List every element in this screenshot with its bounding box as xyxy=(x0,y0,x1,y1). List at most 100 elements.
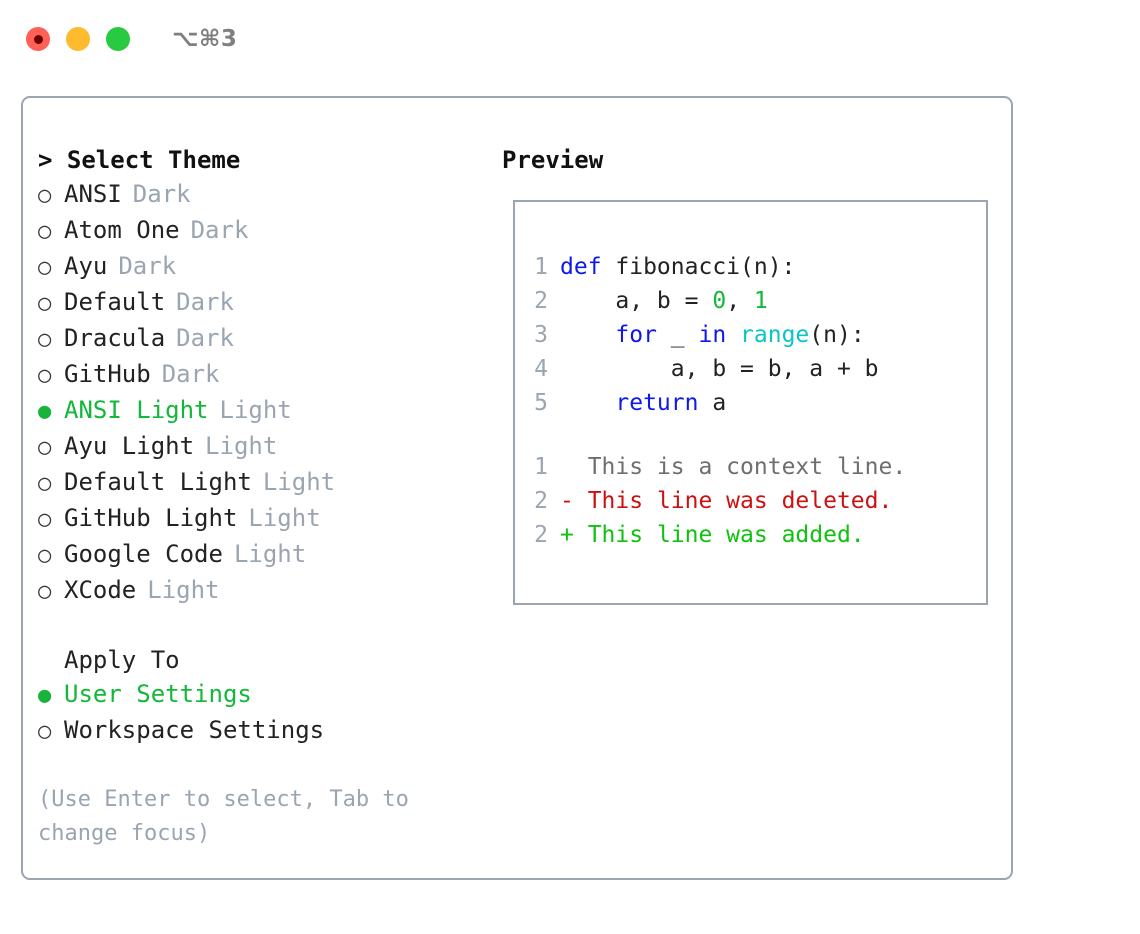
theme-option-name: Atom One xyxy=(64,216,180,244)
minimize-button[interactable] xyxy=(66,27,90,51)
theme-option-name: ANSI xyxy=(64,180,122,208)
theme-option-github-light[interactable]: ○ GitHub Light Light xyxy=(38,501,468,537)
theme-option-kind: Light xyxy=(248,504,321,532)
diff-line-number: 1 xyxy=(534,454,548,480)
code-line-number: 1 xyxy=(534,254,548,280)
theme-option-kind: Light xyxy=(147,576,220,604)
radio-unselected-icon: ○ xyxy=(38,507,52,532)
code-token-plain: a, b = b, a + b xyxy=(560,356,879,382)
maximize-button[interactable] xyxy=(106,27,130,51)
diff-marker: + xyxy=(560,522,588,548)
diff-text: This line was deleted. xyxy=(587,488,893,514)
code-line: 3 for _ in range(n): xyxy=(524,318,980,352)
radio-unselected-icon: ○ xyxy=(38,471,52,496)
code-line-number: 2 xyxy=(534,288,548,314)
code-token-kw: return xyxy=(615,390,699,416)
theme-option-github[interactable]: ○ GitHub Dark xyxy=(38,357,468,393)
spacer-2 xyxy=(38,749,468,783)
code-token-plain: (n): xyxy=(809,322,865,348)
code-token-plain: , xyxy=(726,288,754,314)
theme-option-default-light[interactable]: ○ Default Light Light xyxy=(38,465,468,501)
theme-option-kind: Dark xyxy=(176,288,234,316)
theme-option-ansi-light[interactable]: ● ANSI Light Light xyxy=(38,393,468,429)
code-line: 5 return a xyxy=(524,386,980,420)
theme-option-ansi[interactable]: ○ ANSI Dark xyxy=(38,177,468,213)
theme-option-kind: Dark xyxy=(190,216,249,244)
theme-option-name: Ayu Light xyxy=(64,432,195,460)
diff-marker: - xyxy=(560,488,588,514)
diff-line-del: 2- This line was deleted. xyxy=(524,484,980,518)
radio-unselected-icon: ○ xyxy=(38,363,52,388)
apply-to-option-list: ●User Settings○Workspace Settings xyxy=(38,677,468,749)
theme-option-kind: Light xyxy=(219,396,292,424)
apply-to-option-name: Workspace Settings xyxy=(64,716,325,744)
code-line: 4 a, b = b, a + b xyxy=(524,352,980,386)
diff-text: This is a context line. xyxy=(587,454,907,480)
theme-option-name: Ayu xyxy=(64,252,108,280)
theme-option-name: GitHub Light xyxy=(64,504,238,532)
theme-option-name: Google Code xyxy=(64,540,223,568)
code-line: 1 def fibonacci(n): xyxy=(524,250,980,284)
theme-option-name: XCode xyxy=(64,576,137,604)
theme-option-name: GitHub xyxy=(64,360,151,388)
apply-to-option-user-settings[interactable]: ●User Settings xyxy=(38,677,468,713)
diff-line-add: 2+ This line was added. xyxy=(524,518,980,552)
keyboard-hint-text: (Use Enter to select, Tab to change focu… xyxy=(38,787,423,846)
radio-selected-icon: ● xyxy=(38,683,52,708)
theme-option-name: ANSI Light xyxy=(64,396,209,424)
code-token-kw: def xyxy=(560,254,602,280)
theme-option-kind: Light xyxy=(205,432,278,460)
radio-unselected-icon: ○ xyxy=(38,435,52,460)
theme-option-kind: Light xyxy=(233,540,307,568)
apply-to-label: Apply To xyxy=(64,646,180,674)
theme-option-kind: Dark xyxy=(118,252,177,280)
theme-option-ayu-light[interactable]: ○ Ayu Light Light xyxy=(38,429,468,465)
theme-option-default[interactable]: ○ Default Dark xyxy=(38,285,468,321)
apply-to-option-workspace-settings[interactable]: ○Workspace Settings xyxy=(38,713,468,749)
window-controls xyxy=(26,27,130,51)
code-line-number: 5 xyxy=(534,390,548,416)
title-bar: ⌥⌘3 xyxy=(0,0,1140,78)
theme-option-ayu[interactable]: ○ Ayu Dark xyxy=(38,249,468,285)
code-token-kw: in xyxy=(698,322,727,348)
theme-option-kind: Light xyxy=(262,468,336,496)
recording-dot-icon xyxy=(33,34,43,44)
theme-option-google-code[interactable]: ○ Google Code Light xyxy=(38,537,468,573)
code-token-fn: range xyxy=(740,322,810,348)
radio-unselected-icon: ○ xyxy=(38,291,52,316)
close-button[interactable] xyxy=(26,27,50,51)
code-token-plain xyxy=(560,390,615,416)
code-line-number: 4 xyxy=(534,356,548,382)
code-token-num: 0 xyxy=(712,288,727,314)
radio-selected-icon: ● xyxy=(38,399,52,424)
select-theme-heading: > Select Theme xyxy=(38,146,241,174)
radio-unselected-icon: ○ xyxy=(38,543,52,568)
code-token-plain: a xyxy=(698,390,727,416)
code-token-plain: _ xyxy=(656,322,699,348)
theme-option-kind: Dark xyxy=(176,324,234,352)
diff-line-ctx: 1 This is a context line. xyxy=(524,450,980,484)
theme-option-kind: Dark xyxy=(132,180,191,208)
code-token-num: 1 xyxy=(753,288,768,314)
radio-unselected-icon: ○ xyxy=(38,327,52,352)
preview-heading: Preview xyxy=(502,146,604,174)
code-token-plain: fibonacci(n): xyxy=(601,254,796,280)
theme-option-name: Default xyxy=(64,288,166,316)
diff-sample: 1 This is a context line.2- This line wa… xyxy=(524,450,980,552)
code-token-plain xyxy=(560,322,615,348)
theme-option-name: Default Light xyxy=(64,468,252,496)
code-token-kw: for xyxy=(615,322,657,348)
theme-option-kind: Dark xyxy=(161,360,220,388)
keyboard-shortcut-label: ⌥⌘3 xyxy=(172,26,238,52)
radio-unselected-icon: ○ xyxy=(38,255,52,280)
radio-unselected-icon: ○ xyxy=(38,183,52,208)
